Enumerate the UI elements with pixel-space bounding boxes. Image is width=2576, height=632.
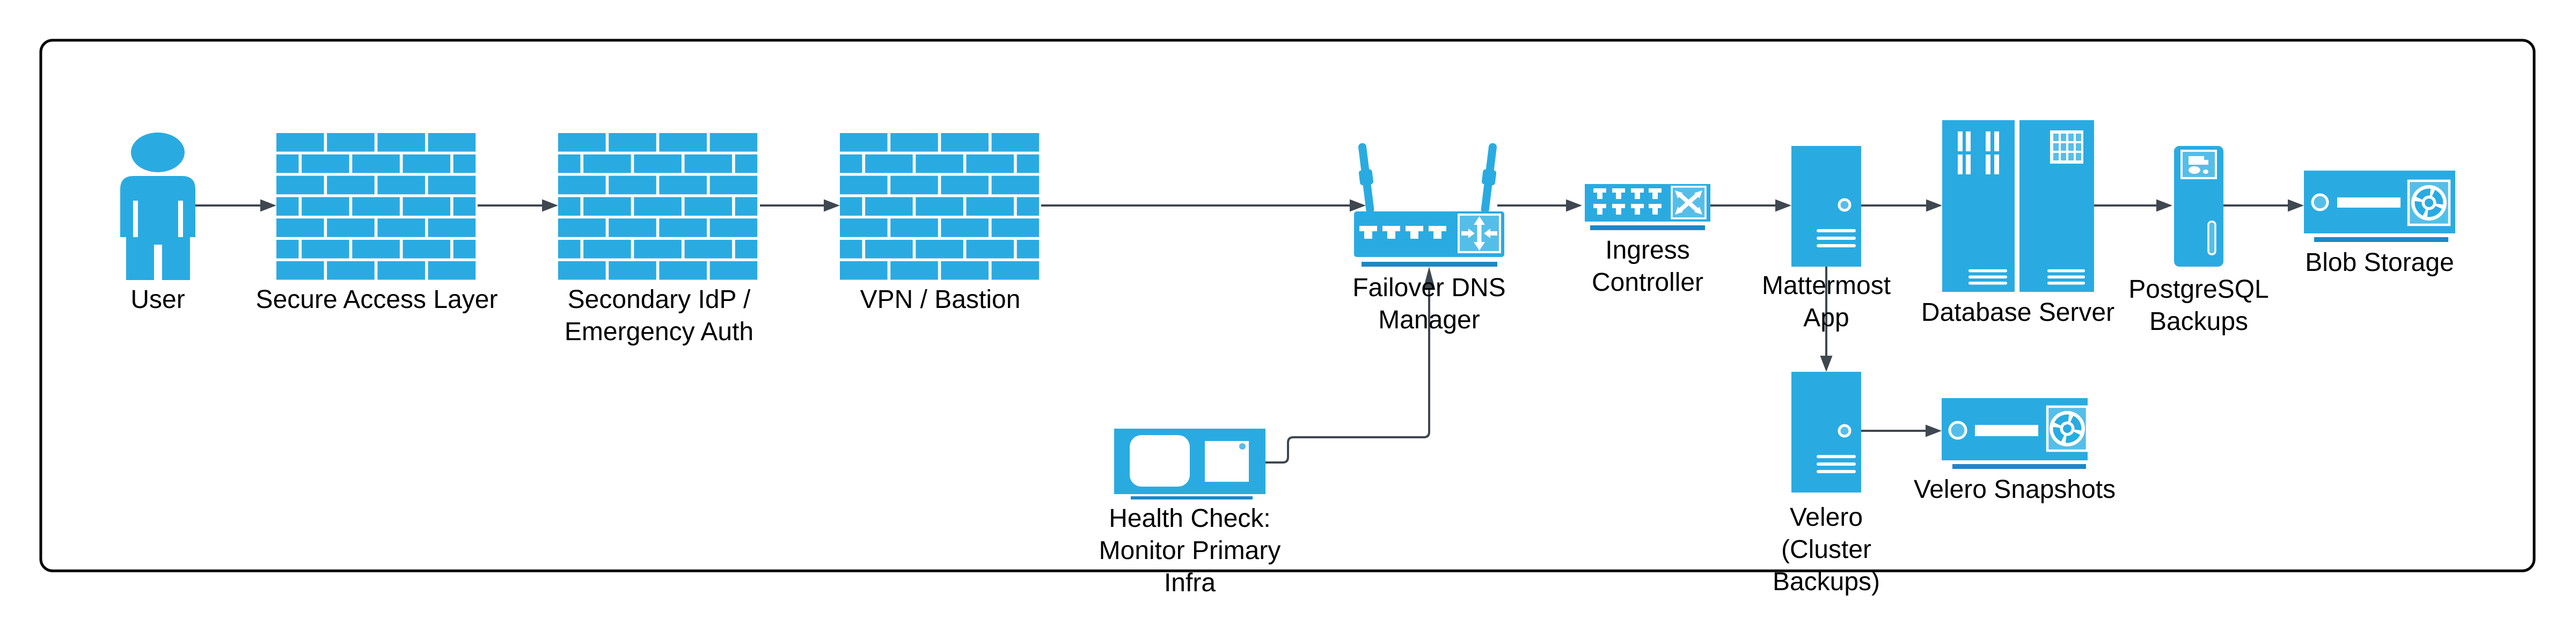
label-health-check: Health Check: Monitor Primary Infra: [1099, 504, 1281, 597]
label-blob-storage: Blob Storage: [2305, 248, 2454, 277]
label-ingress: Ingress Controller: [1591, 236, 1704, 297]
label-failover-dns: Failover DNS Manager: [1352, 274, 1506, 334]
label-user: User: [130, 285, 185, 314]
label-database: Database Server: [1921, 298, 2115, 327]
label-vpn-bastion: VPN / Bastion: [860, 285, 1021, 314]
label-secure-access: Secure Access Layer: [255, 285, 498, 314]
label-secondary-idp: Secondary IdP / Emergency Auth: [564, 285, 754, 346]
label-velero: Velero (Cluster Backups): [1772, 503, 1880, 596]
label-velero-snapshots: Velero Snapshots: [1913, 475, 2116, 504]
label-mattermost: Mattermost App: [1761, 271, 1891, 332]
label-pg-backups: PostgreSQL Backups: [2128, 275, 2269, 336]
